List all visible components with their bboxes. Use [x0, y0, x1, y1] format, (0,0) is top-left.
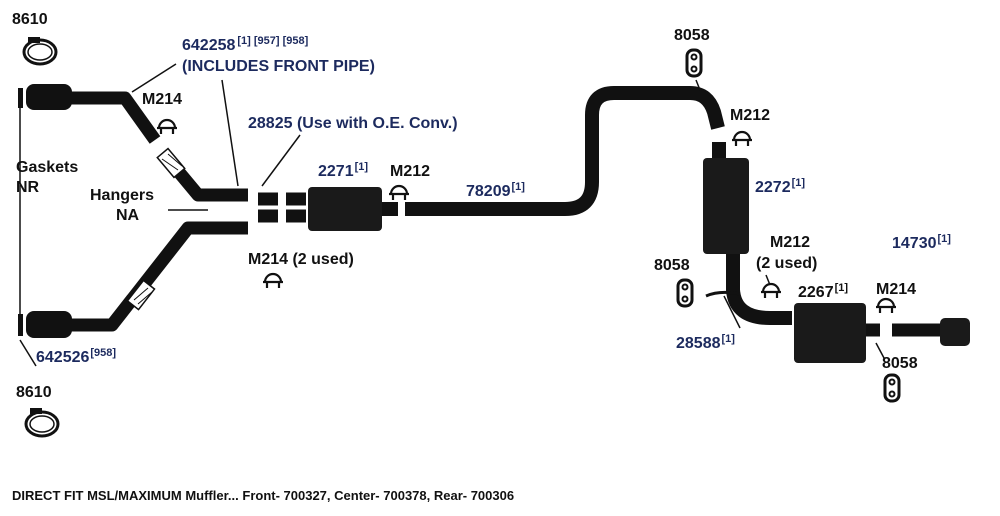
lower-pipe-part: 642526: [36, 349, 89, 366]
ubolt-m212-center: [732, 130, 752, 146]
manifold-flanges: [18, 84, 72, 338]
leader-oe-conv: [261, 134, 301, 187]
upper-flex-joint: [156, 147, 186, 179]
label-front-pipe-note: (INCLUDES FRONT PIPE): [182, 58, 375, 75]
leader-8058-top: [695, 79, 701, 91]
label-oe-conv: 28825 (Use with O.E. Conv.): [248, 115, 458, 132]
mid-pipe-ref: [1]: [512, 181, 526, 193]
rear-muffler: [794, 303, 866, 363]
leader-lower-clamp: [19, 339, 37, 367]
bracket-part: 28588: [676, 335, 721, 352]
product-caption: DIRECT FIT MSL/MAXIMUM Muffler... Front-…: [12, 488, 515, 503]
part-labels: 8610 642258[1] [957] [958] (INCLUDES FRO…: [12, 11, 951, 401]
ubolt-m212-front: [389, 184, 409, 200]
hanger-8058-left-hole2: [681, 295, 689, 303]
label-hangers: Hangers: [90, 187, 154, 204]
bracket-28588: [705, 290, 741, 298]
leader-bracket: [723, 295, 741, 329]
front-muffler-part: 2271: [318, 163, 354, 180]
rear-muffler-ref: [1]: [835, 282, 849, 294]
tailpipe-ref: [1]: [938, 233, 952, 245]
mufflers: [308, 158, 970, 363]
label-m214-lower: M214 (2 used): [248, 251, 354, 268]
hanger-8058-left-body: [676, 278, 694, 308]
u-bolt-clamp-icon: [157, 118, 896, 313]
ubolt-m214-top: [157, 118, 177, 134]
label-center-muffler: 2272[1]: [755, 177, 805, 196]
center-outlet-pipe: [726, 253, 792, 325]
label-hangers-na: NA: [116, 207, 140, 224]
label-m214-top: M214: [142, 91, 182, 108]
front-muffler-ref: [1]: [355, 161, 369, 173]
clamp-top-inner: [27, 43, 53, 61]
label-gaskets-nr: NR: [16, 179, 40, 196]
center-muffler: [703, 158, 749, 254]
label-gaskets: Gaskets: [16, 159, 78, 176]
clamp-icon: [24, 408, 60, 438]
ubolt-m212-rear: [761, 282, 781, 298]
hanger-8058-top-hole1: [690, 53, 698, 61]
lower-flange: [18, 314, 23, 336]
label-front-muffler: 2271[1]: [318, 161, 368, 180]
rubber-hanger-icon: [676, 48, 901, 403]
upper-flange: [18, 88, 23, 108]
front-muffler-outlet: [382, 202, 398, 216]
mid-pipe: [405, 86, 725, 216]
hanger-8058-bottom-hole2: [888, 390, 896, 398]
label-tailpipe: 14730[1]: [892, 233, 951, 252]
tailpipe-part: 14730: [892, 235, 937, 252]
clamp-top-screw: [28, 37, 40, 43]
hanger-8058-top-body: [685, 48, 703, 78]
label-8058-left: 8058: [654, 257, 690, 274]
tailpipe-tip: [940, 318, 970, 346]
hanger-8058-bottom-hole1: [888, 378, 896, 386]
bracket-ref: [1]: [722, 333, 736, 345]
hanger-8058-bottom-body: [883, 373, 901, 403]
clamp-bottom-screw: [30, 408, 42, 414]
lower-front-pipe: [70, 221, 248, 332]
clamp-bottom-inner: [29, 415, 55, 433]
label-m214-rear: M214: [876, 281, 916, 298]
front-pipe-part: 642258: [182, 37, 235, 54]
label-m212-rear: M212: [770, 234, 810, 251]
hanger-8058-left-hole1: [681, 283, 689, 291]
front-pipe-refs: [1] [957] [958]: [237, 35, 308, 47]
label-front-pipe: 642258[1] [957] [958]: [182, 35, 309, 54]
label-m212-front: M212: [390, 163, 430, 180]
flex-joints: [126, 147, 186, 311]
rear-muffler-part: 2267: [798, 284, 834, 301]
leader-8058-bottom: [875, 342, 885, 359]
ubolt-m214-rear: [876, 297, 896, 313]
ubolt-m214-lower: [263, 272, 283, 288]
lower-converter: [26, 311, 72, 338]
label-clamp-bottom: 8610: [16, 384, 52, 401]
hanger-8058-top-hole2: [690, 65, 698, 73]
lower-pipe-ref: [958]: [90, 347, 116, 359]
label-8058-top: 8058: [674, 27, 710, 44]
center-muffler-part: 2272: [755, 179, 791, 196]
leader-front-pipe: [131, 63, 177, 93]
front-muffler: [308, 187, 382, 231]
upper-converter: [26, 84, 72, 110]
label-8058-bottom: 8058: [882, 355, 918, 372]
label-rear-muffler: 2267[1]: [798, 282, 848, 301]
leader-front-pipe-2: [221, 79, 239, 187]
label-m212-center: M212: [730, 107, 770, 124]
label-lower-pipe: 642526[958]: [36, 347, 116, 366]
upper-front-pipe: [70, 91, 248, 202]
center-muffler-ref: [1]: [792, 177, 806, 189]
mid-pipe-part: 78209: [466, 183, 511, 200]
clamp-icon: [22, 37, 58, 66]
label-m212-rear-used: (2 used): [756, 255, 817, 272]
label-mid-pipe: 78209[1]: [466, 181, 525, 200]
label-bracket: 28588[1]: [676, 333, 735, 352]
label-clamp-top: 8610: [12, 11, 48, 28]
lower-flex-hatch: [133, 287, 153, 305]
upper-flex-hatch: [161, 153, 183, 171]
